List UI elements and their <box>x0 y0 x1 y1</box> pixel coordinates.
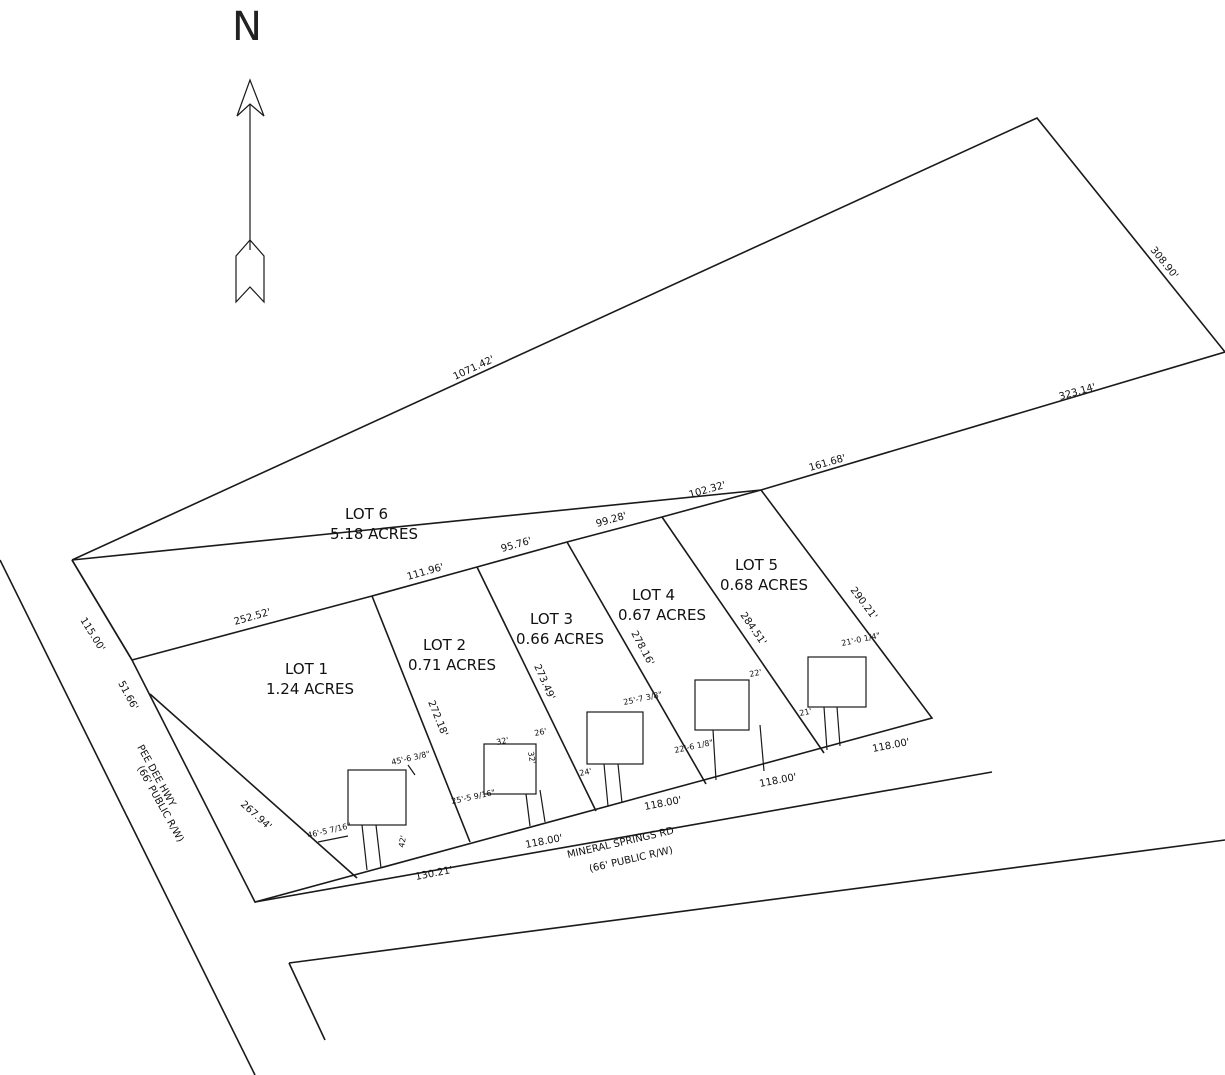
mineral-springs-south-edge <box>288 839 1225 964</box>
setback-lot-2-side: 25'-5 9/16" <box>451 788 496 806</box>
lot-5-driveway-a <box>823 706 828 751</box>
house-footprints <box>317 656 867 871</box>
roads <box>0 559 1225 1075</box>
lot-labels: LOT 6 5.18 ACRES LOT 1 1.24 ACRES LOT 2 … <box>266 505 808 698</box>
setback-lot-2-rear: 26' <box>534 727 548 738</box>
lot-1-driveway-a <box>361 824 368 871</box>
pee-dee-hwy-west-edge <box>0 559 256 1075</box>
lot-2-house <box>483 743 537 795</box>
north-arrow: N <box>232 4 265 304</box>
lot-1-diagonal-line <box>149 693 358 879</box>
dimension-labels: 1071.42' 308.90' 323.14' 161.68' 102.32'… <box>77 245 1180 883</box>
lot-1-name: LOT 1 <box>285 660 328 678</box>
lot-1-north-line <box>131 595 373 661</box>
lot-3-driveway-a <box>603 763 609 807</box>
setback-lot-3-side: 25'-7 3/8" <box>623 690 663 707</box>
lot-1-front-setback <box>407 764 416 776</box>
setback-lot-5-side: 21'-0 1/4" <box>841 631 881 648</box>
lot-4-name: LOT 4 <box>632 586 675 604</box>
lot-5-area: 0.68 ACRES <box>720 576 808 594</box>
dim-lot-6-west: 115.00' <box>77 616 106 654</box>
lot-4-north-line <box>566 516 663 543</box>
lot-6-area: 5.18 ACRES <box>330 525 418 543</box>
lot-4-5-divider <box>661 516 825 754</box>
lot-3-name: LOT 3 <box>530 610 573 628</box>
dim-lot-1-frontage: 130.21' <box>414 865 453 883</box>
lot-5-north-line <box>661 489 762 518</box>
setback-lot-2-depth: 32' <box>526 751 537 765</box>
dim-lot-5-east: 290.21' <box>848 585 880 622</box>
lot-4-house <box>694 679 750 731</box>
dim-lot-2-north: 111.96' <box>406 562 445 583</box>
dim-lot-1-diagonal: 267.94' <box>238 799 273 832</box>
lot-6-west-line <box>71 559 133 661</box>
lot-2-name: LOT 2 <box>423 636 466 654</box>
dim-lot-6-south-east: 323.14' <box>1058 382 1097 403</box>
lot-1-driveway-b <box>375 824 382 869</box>
lot-3-north-line <box>476 541 568 568</box>
dim-lot-2-3-divider: 273.49' <box>531 663 556 702</box>
lot-4-area: 0.67 ACRES <box>618 606 706 624</box>
lot-5-name: LOT 5 <box>735 556 778 574</box>
dim-lot-5-north: 102.32' <box>688 480 727 501</box>
lot-3-house <box>586 711 644 765</box>
parcel-lines <box>71 117 1225 903</box>
lot-3-area: 0.66 ACRES <box>516 630 604 648</box>
setback-lot-1-rear: 45'-6 3/8" <box>390 749 430 767</box>
setback-lot-2-width: 32' <box>496 736 510 747</box>
lot-1-area: 1.24 ACRES <box>266 680 354 698</box>
lot-4-driveway-a <box>712 729 717 781</box>
lot-3-4-divider <box>566 541 707 785</box>
dim-lot-1-west: 51.66' <box>115 679 139 712</box>
lot-1-2-divider <box>371 595 471 843</box>
setback-lot-5-front: 21' <box>799 707 813 718</box>
corner-parcel-west-edge <box>288 962 326 1041</box>
setback-lot-4-side: 22'-6 1/8" <box>674 738 714 755</box>
dim-lot-1-2-divider: 272.18' <box>425 699 449 738</box>
lot-1-setback-line <box>317 835 349 843</box>
lot-5-driveway-b <box>836 706 841 747</box>
setback-lot-3-front: 24' <box>579 767 593 778</box>
lot-5-house <box>807 656 867 708</box>
dim-lot-4-5-divider: 284.51' <box>738 610 769 647</box>
lot-2-area: 0.71 ACRES <box>408 656 496 674</box>
lot-4-driveway-b <box>759 724 765 772</box>
north-arrow-tail <box>235 239 265 304</box>
lot-6-outline <box>71 117 1225 561</box>
lot-2-driveway-b <box>539 789 546 823</box>
dim-lot-3-4-divider: 278.16' <box>628 629 655 667</box>
dim-lot-4-frontage: 118.00' <box>758 772 797 790</box>
lot-2-3-divider <box>476 566 597 812</box>
lot-2-driveway-a <box>525 793 531 827</box>
lot-2-north-line <box>371 566 478 597</box>
lot-1-house <box>347 769 407 826</box>
setback-labels: 45'-6 3/8" 46'-5 7/16" 42' 32' 26' 32' 2… <box>306 631 881 848</box>
north-label: N <box>232 4 262 50</box>
setback-lot-4-rear: 22' <box>749 668 763 679</box>
lot-3-driveway-b <box>617 763 623 804</box>
setback-lot-1-front: 42' <box>397 835 408 849</box>
dim-lot-3-frontage: 118.00' <box>643 795 682 813</box>
dim-lot-5-frontage: 118.00' <box>871 737 910 755</box>
mineral-springs-north-edge <box>254 771 993 903</box>
lot-6-name: LOT 6 <box>345 505 388 523</box>
